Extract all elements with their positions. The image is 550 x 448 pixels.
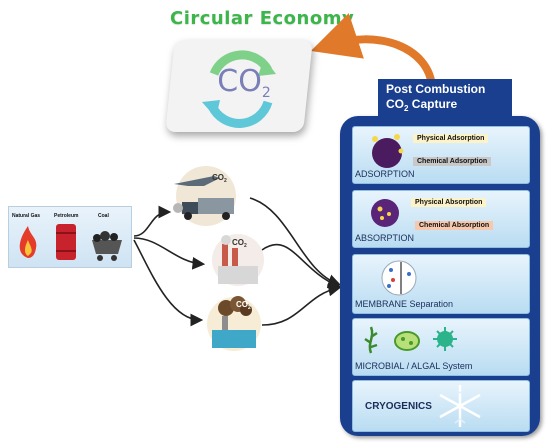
absorption-sphere-icon <box>371 199 399 227</box>
arrow-industry-to-capture <box>261 243 341 289</box>
fuel-label-gas: Natural Gas <box>12 213 41 219</box>
label-absorption: ABSORPTION <box>355 233 415 243</box>
label-membrane: MEMBRANE Separation <box>355 299 454 309</box>
panel-header: Post Combustion CO2 Capture <box>378 79 512 121</box>
adsorption-sphere-icon <box>372 134 404 168</box>
microbe-algae-icons <box>364 326 457 354</box>
header-co2-sub: 2 <box>404 104 409 113</box>
source-co2-label-1: CO2 <box>212 173 227 184</box>
coal-cart-icon <box>92 240 122 254</box>
header-line-1: Post Combustion <box>386 82 486 96</box>
co2-label: CO2 <box>212 64 276 101</box>
factory-icon <box>212 234 264 286</box>
arrow-transport-to-capture <box>249 197 342 287</box>
arrow-power-to-capture <box>261 283 342 326</box>
label-adsorption: ADSORPTION <box>355 169 415 179</box>
arrow-fuel-to-power <box>133 239 204 327</box>
membrane-disc-icon <box>381 260 417 296</box>
tag-chemical-absorption: Chemical Absorption <box>415 221 494 230</box>
card-microbial: MICROBIAL / ALGAL System <box>352 318 530 376</box>
source-co2-sub-1: 2 <box>224 178 227 184</box>
source-co2-sub-2: 2 <box>244 243 247 249</box>
cell-icon <box>394 331 420 351</box>
tag-physical-adsorption: Physical Adsorption <box>413 134 489 143</box>
card-cryogenics: CRYOGENICS <box>352 380 530 432</box>
card-membrane: MEMBRANE Separation <box>352 254 530 314</box>
co2-text-sub: 2 <box>261 85 271 101</box>
fuel-label-petroleum: Petroleum <box>54 213 79 219</box>
algae-icon <box>364 326 378 354</box>
recycle-arrows-icon <box>202 50 276 128</box>
source-co2-main-1: CO <box>212 173 224 182</box>
source-co2-main-3: CO <box>236 300 248 309</box>
label-cryogenics: CRYOGENICS <box>365 401 432 412</box>
header-line-2: CO2 Capture <box>386 97 512 116</box>
tag-chemical-adsorption: Chemical Adsorption <box>413 157 492 166</box>
arrow-fuel-to-industry <box>133 237 206 270</box>
oil-barrel-icon <box>56 224 76 260</box>
arrow-fuel-to-transport <box>133 205 172 237</box>
snowflake-icon <box>439 385 481 427</box>
label-microbial: MICROBIAL / ALGAL System <box>355 361 473 371</box>
title: Circular Economy <box>170 8 355 29</box>
card-absorption: Physical Absorption Chemical Absorption … <box>352 190 530 248</box>
source-co2-sub-3: 2 <box>248 305 251 311</box>
fuel-icons <box>19 224 122 261</box>
tag-physical-absorption: Physical Absorption <box>411 198 487 207</box>
card-adsorption: Physical Adsorption Chemical Adsorption … <box>352 126 530 184</box>
header-co2-main: CO <box>386 97 404 111</box>
airplane-truck-icon <box>173 166 236 226</box>
fuel-label-coal: Coal <box>98 213 109 219</box>
co2-text-main: CO <box>217 64 262 99</box>
header-capture-word: Capture <box>408 97 458 111</box>
smoke-factory-icon <box>207 296 261 351</box>
source-co2-main-2: CO <box>232 238 244 247</box>
feedback-arrow <box>310 13 436 87</box>
source-co2-label-2: CO2 <box>232 238 247 249</box>
source-co2-label-3: CO2 <box>236 300 251 311</box>
